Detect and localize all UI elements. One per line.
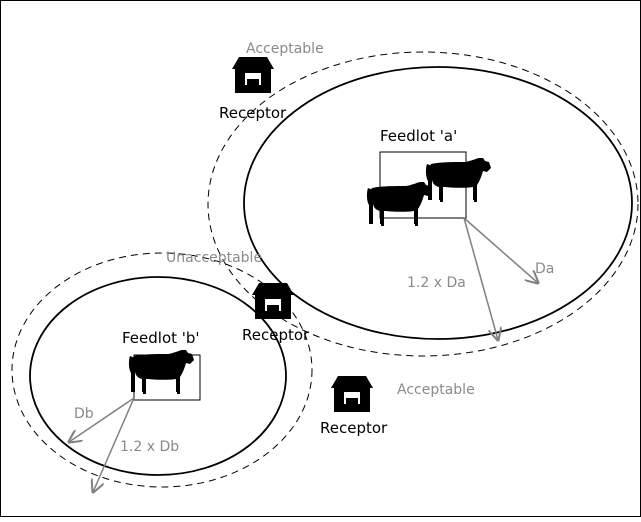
buffer-b-label: 1.2 x Db [120,439,179,455]
feedlot-a-buffer-circle [207,51,639,357]
feedlot-b-buffer-circle [11,252,313,488]
receptor-3-label: Receptor [320,419,388,437]
distance-b-arrow [69,397,135,442]
receptor-1-label: Receptor [219,104,287,122]
house-icon [252,283,294,319]
receptor-3-status: Acceptable [397,382,475,398]
distance-a-label: Da [535,261,554,277]
receptor-1-status: Acceptable [246,41,324,57]
feedlot-a-circle [243,66,633,340]
feedlot-b-circle [29,276,287,476]
feedlot-a-label: Feedlot 'a' [380,127,457,145]
receptor-2-status: Unacceptable [166,250,262,266]
buffer-b-arrow [93,397,135,492]
distance-b-label: Db [74,406,94,422]
feedlot-b-label: Feedlot 'b' [122,329,200,347]
buffer-a-label: 1.2 x Da [407,275,466,291]
receptor-2-label: Receptor [242,326,310,344]
house-icon [331,376,373,412]
house-icon [232,57,274,93]
distance-a-arrow [463,217,538,283]
buffer-a-arrow [463,217,498,340]
